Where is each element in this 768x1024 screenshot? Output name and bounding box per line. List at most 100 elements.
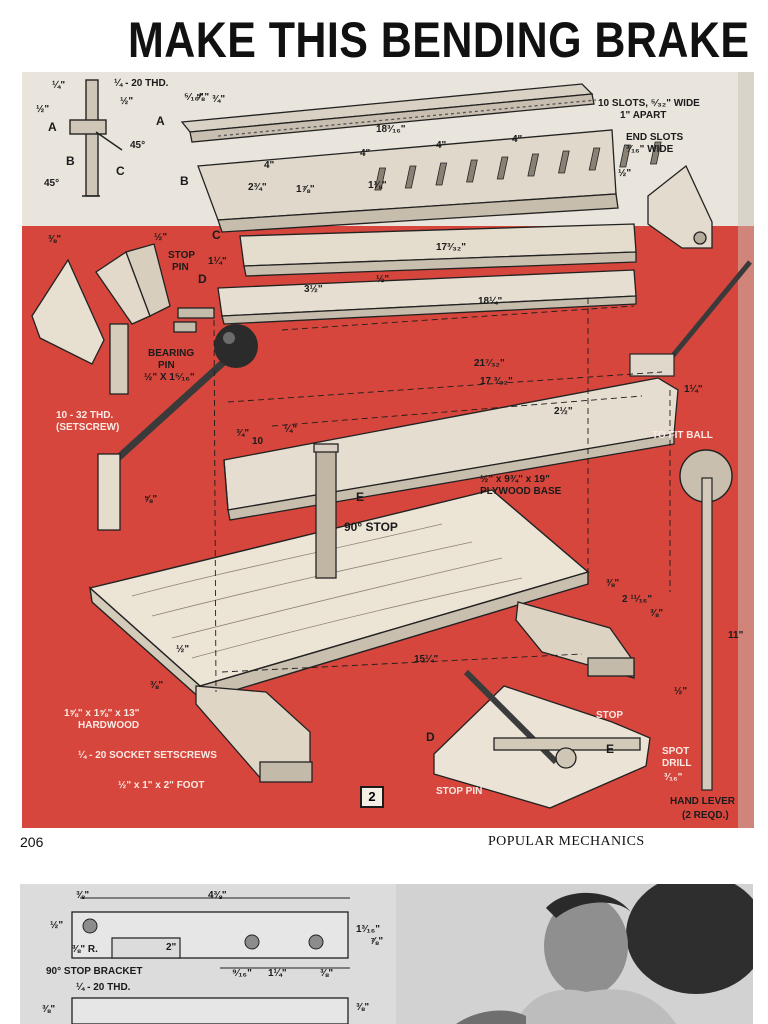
dim-label: ¼"	[52, 80, 66, 91]
dim-label: ½"	[176, 644, 190, 655]
dim-label: ⅜"	[76, 890, 90, 901]
hardwood-legs	[195, 601, 635, 783]
thread-label: ¼ - 20 THD.	[76, 982, 131, 993]
dim-label: ½"	[36, 104, 50, 115]
dim-label: 1³⁄₁₆"	[356, 924, 380, 935]
part-letter: A	[156, 114, 165, 128]
part-letter: B	[180, 174, 189, 188]
dim-label: ⅜"	[320, 968, 334, 979]
dim-label: ½"	[618, 168, 632, 179]
page-number: 206	[20, 834, 44, 850]
dim-label: ½"	[50, 920, 64, 931]
bearing-pin-label: PIN	[158, 360, 175, 371]
dim-label: 17³⁄₃₂"	[436, 242, 466, 253]
dim-label: ⅜"	[150, 680, 164, 691]
dim-label: 2½"	[554, 406, 573, 417]
dim-label: 17 ³⁄₃₂"	[480, 376, 513, 387]
foot-label: ½" x 1" x 2" FOOT	[118, 780, 205, 791]
hardwood-label: HARDWOOD	[78, 720, 140, 731]
dim-label: 21⁷⁄₃₂"	[474, 358, 505, 369]
dim-label: 4⅜"	[208, 890, 227, 901]
setscrew-label: 10 - 32 THD.	[56, 410, 114, 421]
dim-label: ¼ - 20 THD.	[114, 78, 169, 89]
dim-label: 3½"	[304, 284, 323, 295]
dim-label: ⅜"	[356, 1002, 370, 1013]
dim-label: 2"	[166, 942, 177, 953]
dim-label: ¾"	[212, 94, 226, 105]
spot-drill-label: DRILL	[662, 758, 692, 769]
bearing-bracket-right	[647, 164, 713, 249]
spot-drill-label: ³⁄₁₆"	[664, 772, 683, 783]
next-page-preview: ⅜" 4⅜" ½" ⅜" R. 2" 1³⁄₁₆" ⅞" ⁹⁄₁₆" 1¼" ⅜…	[20, 884, 753, 1024]
plywood-label: ½" x 9¾" x 19"	[480, 474, 550, 485]
hand-lever-label: HAND LEVER	[670, 796, 736, 807]
bending-leaf-e	[223, 377, 679, 521]
to-fit-ball-label: TO FIT BALL	[652, 430, 713, 441]
slots-note: 1" APART	[620, 110, 667, 121]
dim-label: ⅜"	[48, 234, 62, 245]
dim-label: 45°	[130, 140, 146, 151]
dim-label: 2 ¹¹⁄₁₆"	[622, 594, 653, 605]
bearing-pin-label: BEARING	[148, 348, 195, 359]
dim-label: ⅜" R.	[72, 944, 98, 955]
socket-setscrews-label: ¼ - 20 SOCKET SETSCREWS	[78, 750, 217, 761]
photo-artwork	[396, 884, 753, 1024]
dim-label: 18³⁄₁₆"	[376, 124, 406, 135]
top-angle-bar	[180, 83, 597, 143]
dim-label: 15¼"	[414, 654, 439, 665]
hand-lever-label: (2 REQD.)	[682, 810, 729, 821]
technical-drawing-plate: ¼" ¼ - 20 THD. ½" ½" ⁵⁄₁₆" ⅝" ¾" A A 45°…	[22, 72, 754, 828]
drawing-artwork	[22, 72, 754, 828]
spot-drill-label: SPOT	[662, 746, 690, 757]
part-letter: D	[426, 730, 435, 744]
right-shadow-edge	[738, 72, 754, 828]
dim-label: 18¼"	[478, 296, 503, 307]
stop-bracket-drawing: ⅜" 4⅜" ½" ⅜" R. 2" 1³⁄₁₆" ⅞" ⁹⁄₁₆" 1¼" ⅜…	[20, 884, 396, 1024]
dim-label: 1⅞"	[296, 184, 315, 195]
dim-label: 45°	[44, 178, 60, 189]
dim-label: ⅜"	[42, 1004, 56, 1015]
slots-note: 10 SLOTS, ⁵⁄₃₂" WIDE	[598, 98, 700, 109]
dim-label: ½"	[376, 274, 390, 285]
dim-label: ⁵⁄₁₆"	[184, 92, 204, 103]
bar-d	[217, 269, 637, 325]
part-letter: A	[48, 120, 57, 134]
dim-label: 1¼"	[208, 256, 227, 267]
dim-label: 4"	[512, 134, 523, 145]
dim-label: ⁹⁄₁₆"	[232, 968, 252, 979]
part-letter: D	[198, 272, 207, 286]
dim-label: 2¾"	[248, 182, 267, 193]
part-letter: C	[116, 164, 125, 178]
dim-label: 10	[252, 436, 264, 447]
stop-bracket-artwork	[71, 897, 350, 1024]
dim-label: ½"	[154, 232, 168, 243]
slots	[374, 141, 662, 191]
dim-label: 4"	[360, 148, 371, 159]
dim-label: 11"	[728, 630, 744, 641]
part-letter: E	[356, 490, 365, 504]
stop-pin-label: PIN	[172, 262, 189, 273]
photo-man-using-brake	[396, 884, 753, 1024]
dim-label: ⅞"	[370, 936, 384, 947]
dim-label: 1¼"	[268, 968, 287, 979]
dim-label: 4"	[264, 160, 275, 171]
bracket-label: 90° STOP BRACKET	[46, 966, 143, 977]
part-letter: E	[606, 742, 615, 756]
hand-lever-left	[97, 324, 258, 531]
dim-label: ⅜"	[650, 608, 664, 619]
dim-label: ⅜"	[606, 578, 620, 589]
dim-label: ¾"	[236, 428, 250, 439]
setscrew-label: (SETSCREW)	[56, 422, 120, 433]
left-brackets	[31, 243, 215, 395]
stop-90-label: 90° STOP	[344, 520, 398, 534]
dim-label: ⅝"	[196, 92, 210, 103]
figure-number: 2	[360, 786, 384, 808]
stop-block	[313, 443, 339, 579]
end-slots-note: ³⁄₁₆" WIDE	[626, 144, 674, 155]
page-title: MAKE THIS BENDING BRAKE	[128, 12, 750, 68]
dim-label: ⅝"	[144, 494, 158, 505]
dim-label: 1⅛"	[368, 180, 387, 191]
slotted-leaf	[197, 129, 662, 233]
publication-name: POPULAR MECHANICS	[488, 834, 645, 849]
stop-pin-label: STOP	[168, 250, 196, 261]
